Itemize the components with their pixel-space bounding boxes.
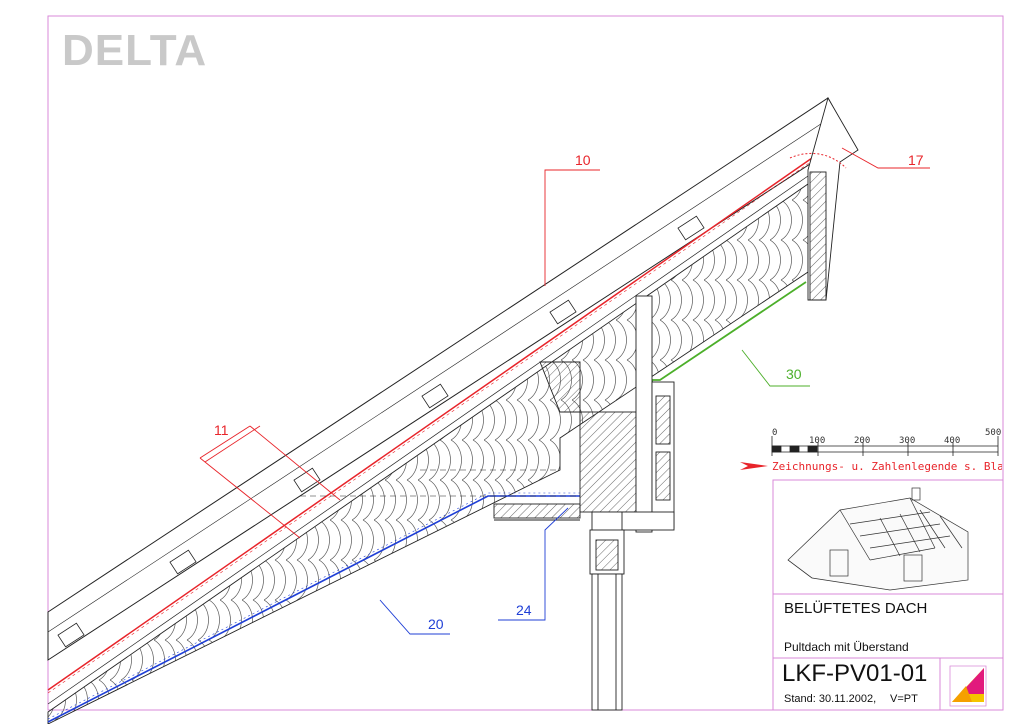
membrane-red <box>47 157 813 691</box>
scale-tick-0: 0 <box>772 428 778 438</box>
scale-bar <box>771 436 999 456</box>
callout-11: 11 <box>214 422 229 438</box>
leader-10 <box>544 169 600 286</box>
scale-tick-500: 500 <box>985 428 1002 438</box>
battens <box>57 215 705 648</box>
wall-beam <box>493 295 675 711</box>
scale-tick-400: 400 <box>944 436 961 446</box>
scale-tick-100: 100 <box>809 436 826 446</box>
leader-11-dim <box>204 425 261 463</box>
membrane-blue <box>47 495 580 723</box>
delta-logo: DELTA <box>62 26 208 75</box>
roof-tiles <box>47 97 851 661</box>
eaves-fascia <box>789 96 859 301</box>
drawing-number: LKF-PV01-01 <box>782 660 928 687</box>
legend-note: Zeichnungs- u. Zahlenlegende s. Blatt DL… <box>772 460 1002 473</box>
leader-30 <box>741 349 810 387</box>
title-block-subtitle: Pultdach mit Überstand <box>784 640 909 654</box>
legend-arrow-icon <box>740 462 768 470</box>
roof-perspective-sketch <box>787 487 969 591</box>
scale-tick-300: 300 <box>899 436 916 446</box>
callout-30: 30 <box>786 366 802 382</box>
insulation-layer <box>47 183 809 724</box>
callout-24: 24 <box>516 602 532 618</box>
title-block-title: BELÜFTETES DACH <box>784 600 928 617</box>
leader-11 <box>199 425 251 459</box>
callout-10: 10 <box>575 152 591 168</box>
title-block-frame <box>772 479 1004 711</box>
title-block-author: V=PT <box>890 693 918 705</box>
scale-tick-200: 200 <box>854 436 871 446</box>
callout-17: 17 <box>908 152 924 168</box>
roof-build-up <box>47 97 851 724</box>
callout-leaders <box>199 147 930 635</box>
leader-17 <box>841 147 930 169</box>
callout-20: 20 <box>428 616 444 632</box>
leader-20 <box>379 599 450 635</box>
title-block-stand: Stand: 30.11.2002, <box>784 693 877 705</box>
delta-mark-icon <box>949 665 987 707</box>
leader-24 <box>498 507 569 621</box>
